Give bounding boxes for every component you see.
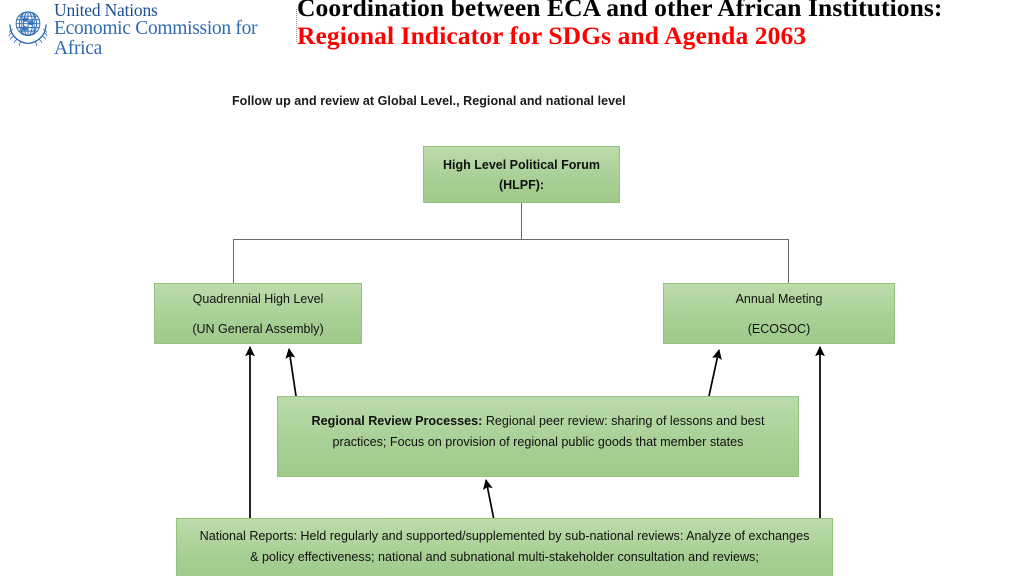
node-annual-line1: Annual Meeting: [735, 291, 823, 306]
title-red-text: Regional Indicator for SDGs and Agenda 2…: [297, 20, 807, 50]
connector-to-quadrennial: [233, 239, 234, 284]
node-annual-meeting[interactable]: Annual Meeting (ECOSOC): [663, 283, 895, 344]
brand-wordmark: United Nations Economic Commission for A…: [54, 0, 299, 59]
title-black-text: Coordination between ECA and other Afric…: [297, 0, 943, 22]
node-regional-label: Regional Review Processes:: [311, 414, 483, 428]
node-quadrennial-high-level[interactable]: Quadrennial High Level (UN General Assem…: [154, 283, 362, 344]
brand-line-eca: Economic Commission for Africa: [54, 17, 258, 59]
arrow-regional-to-quadrennial: [285, 347, 297, 397]
node-regional-text: Regional Review Processes: Regional peer…: [278, 411, 798, 453]
connector-hlpf-stem: [521, 203, 522, 240]
connector-to-annual: [788, 239, 789, 284]
brand-divider: [296, 9, 298, 42]
node-hlpf-line2: (HLPF):: [498, 177, 545, 192]
connector-horizontal-bus: [233, 239, 789, 240]
arrow-regional-to-annual: [708, 349, 722, 397]
node-hlpf-line1: High Level Political Forum: [443, 157, 600, 172]
un-emblem-icon: [7, 4, 49, 47]
node-high-level-political-forum[interactable]: High Level Political Forum (HLPF):: [423, 146, 620, 203]
node-national-reports[interactable]: National Reports: Held regularly and sup…: [176, 518, 833, 576]
uneca-logo: United Nations Economic Commission for A…: [6, 1, 296, 58]
node-regional-body: Regional peer review: sharing of lessons…: [332, 414, 765, 449]
page-subtitle: Follow up and review at Global Level., R…: [232, 94, 626, 108]
brand-line-united-nations: United Nations: [54, 0, 158, 20]
node-national-text: National Reports: Held regularly and sup…: [199, 529, 810, 564]
node-quadrennial-line2: (UN General Assembly): [192, 321, 324, 336]
page-title: Coordination between ECA and other Afric…: [297, 0, 987, 49]
arrow-national-to-regional: [482, 478, 495, 521]
node-quadrennial-line1: Quadrennial High Level: [192, 291, 324, 306]
node-regional-review-processes[interactable]: Regional Review Processes: Regional peer…: [277, 396, 799, 477]
node-annual-line2: (ECOSOC): [747, 321, 811, 336]
